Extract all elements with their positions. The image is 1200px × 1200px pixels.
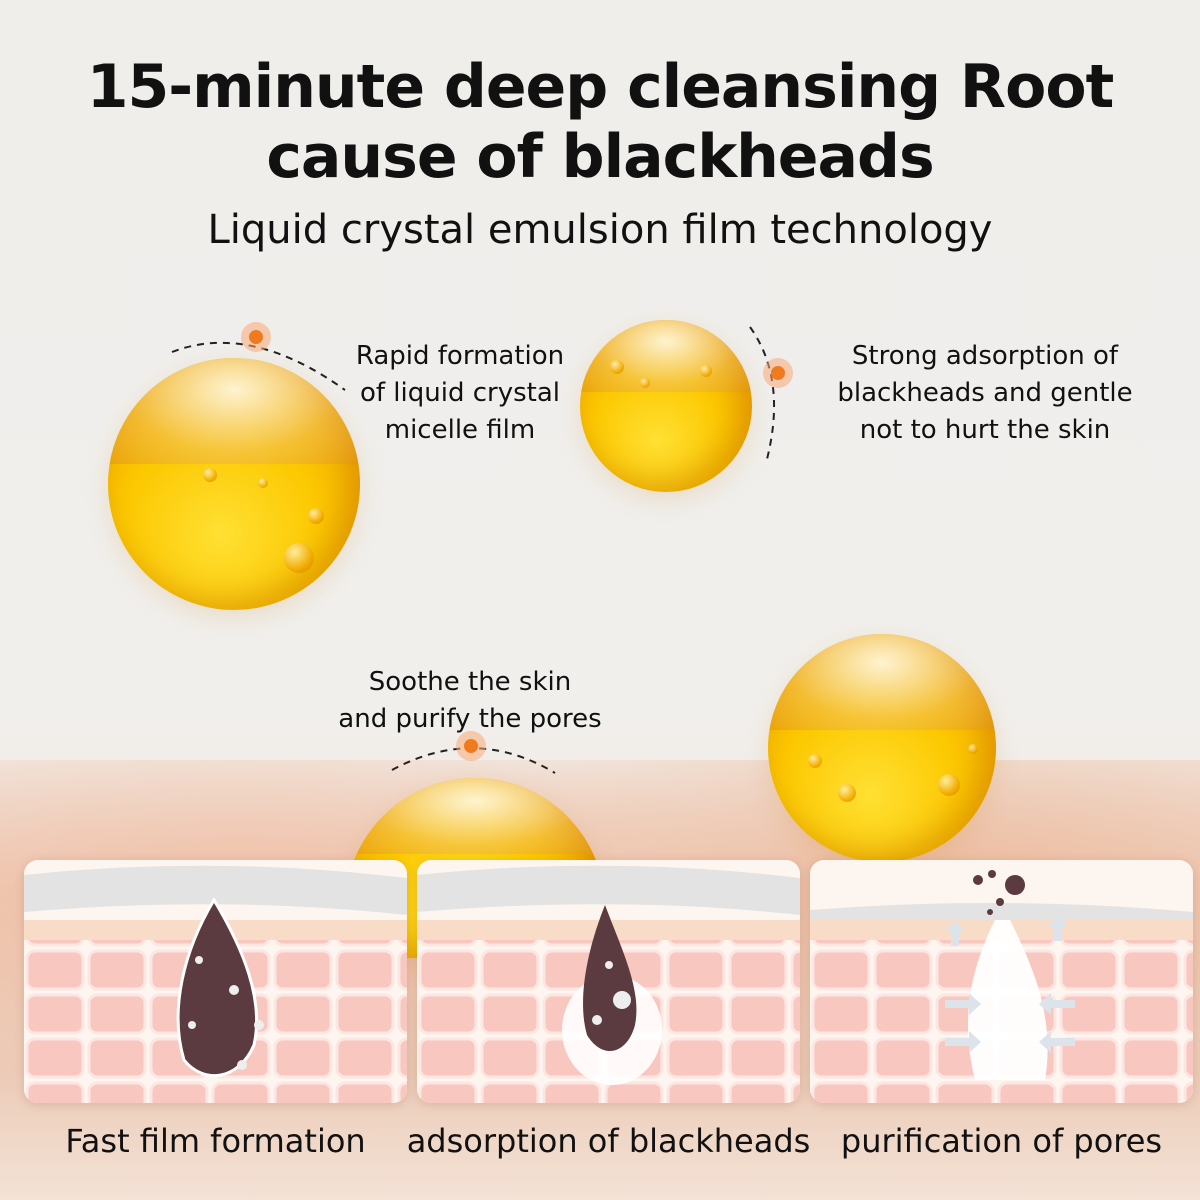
feature-text-bottom: Soothe the skin and purify the pores [315,664,625,738]
step-panel-purification [810,860,1193,1103]
title-line-1: 15-minute deep cleansing Root [86,52,1115,122]
droplet-sphere-top-right [580,320,752,492]
feature-line: Strong adsorption of [851,341,1119,371]
feature-line: Soothe the skin [368,667,572,697]
skin-diagram-film [24,860,407,1103]
marker-dot-bottom [456,731,486,761]
marker-dot-left [241,322,271,352]
feature-line: blackheads and gentle [837,378,1133,408]
step-caption-1: Fast film formation [65,1122,366,1160]
feature-line: micelle film [384,415,536,445]
arc-bottom [391,747,556,774]
droplet-sphere-left [108,358,360,610]
page-title: 15-minute deep cleansing Root cause of b… [0,52,1200,192]
marker-dot-right [763,358,793,388]
step-panel-adsorption [417,860,800,1103]
droplet-sphere-bottom-right [768,634,996,862]
feature-line: Rapid formation [355,341,565,371]
page-subtitle: Liquid crystal emulsion film technology [207,207,993,253]
arc-right [749,326,776,464]
step-panel-film-formation [24,860,407,1103]
title-line-2: cause of blackheads [266,122,934,192]
step-caption-2: adsorption of blackheads [406,1122,811,1160]
step-caption-3: purification of pores [840,1122,1163,1160]
feature-text-right: Strong adsorption of blackheads and gent… [820,338,1150,449]
skin-diagram-adsorption [417,860,800,1103]
feature-line: and purify the pores [338,704,602,734]
feature-line: of liquid crystal [359,378,560,408]
feature-line: not to hurt the skin [859,415,1111,445]
feature-text-left: Rapid formation of liquid crystal micell… [330,338,590,449]
skin-diagram-purification [810,860,1193,1103]
